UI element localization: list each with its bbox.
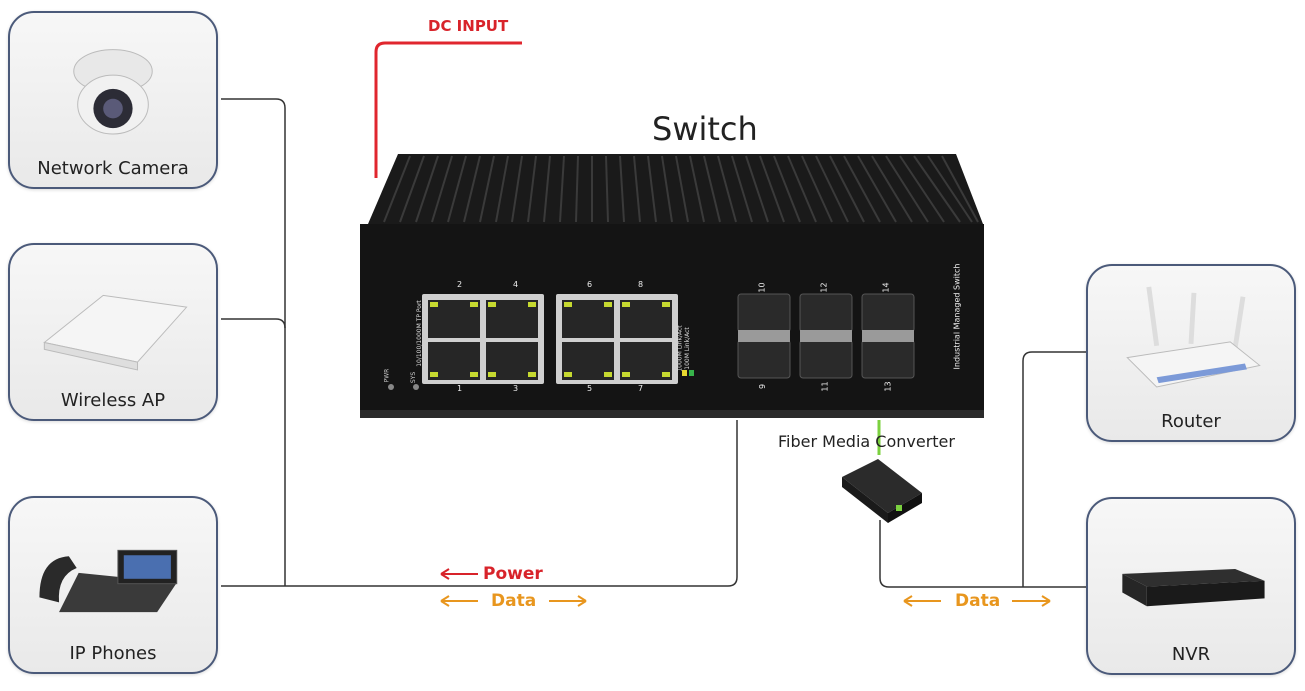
camera-icon <box>73 49 153 135</box>
nvr-icon <box>1122 569 1265 607</box>
industrial-switch-label: Industrial Managed Switch <box>952 263 962 370</box>
rj45-top-4: 4 <box>513 280 519 289</box>
data-label-left: Data <box>491 591 537 611</box>
nvr-box: NVR <box>1086 497 1296 675</box>
data-right-arrow-l <box>903 595 941 607</box>
fiber-converter-label: Fiber Media Converter <box>778 432 955 451</box>
wireless-ap-label: Wireless AP <box>60 390 166 411</box>
power-arrow <box>440 568 478 580</box>
switch-title: Switch <box>652 110 758 148</box>
ip-phones-box: IP Phones <box>8 496 218 674</box>
data-label-right: Data <box>955 591 1001 611</box>
router-icon <box>1126 286 1261 388</box>
rj45-bottom-3: 3 <box>513 384 519 393</box>
phone-link <box>221 420 738 587</box>
sfp-top-14: 14 <box>881 282 891 293</box>
sys-label: SYS <box>410 371 418 384</box>
sfp-bottom-13: 13 <box>883 381 893 392</box>
pwr-label: PWR <box>383 368 391 383</box>
sys-led <box>413 384 419 390</box>
rj45-bottom-1: 1 <box>457 384 463 393</box>
rj45-bottom-5: 5 <box>587 384 593 393</box>
router-label: Router <box>1161 411 1221 432</box>
dc-input-line <box>374 41 522 178</box>
sfp-top-12: 12 <box>819 282 829 293</box>
camera-link <box>221 98 286 586</box>
ap-link <box>221 318 286 329</box>
dc-input-label: DC INPUT <box>428 17 509 35</box>
sfp-bottom-11: 11 <box>820 381 830 392</box>
ip-phones-label: IP Phones <box>69 643 157 664</box>
wireless-ap-icon <box>43 294 188 371</box>
rj45-top-8: 8 <box>638 280 644 289</box>
rj45-top-6: 6 <box>587 280 593 289</box>
network-camera-label: Network Camera <box>37 158 189 179</box>
ip-phone-icon <box>39 549 178 613</box>
rj45-top-2: 2 <box>457 280 463 289</box>
tp-port-label: 10/100/1000M TP Port <box>415 300 423 367</box>
pwr-led <box>388 384 394 390</box>
router-box: Router <box>1086 264 1296 442</box>
switch-device <box>360 154 984 418</box>
sfp-bottom-9: 9 <box>758 383 768 390</box>
nvr-label: NVR <box>1171 644 1211 665</box>
network-camera-box: Network Camera <box>8 11 218 189</box>
link-100-label: 100M Link/Act <box>683 327 691 370</box>
rj45-bottom-7: 7 <box>638 384 644 393</box>
wireless-ap-box: Wireless AP <box>8 243 218 421</box>
link-1000-label: 1000M Link/Act <box>676 325 684 372</box>
data-right-arrow-r <box>1012 595 1051 607</box>
router-link <box>1022 351 1086 587</box>
power-label: Power <box>483 564 543 584</box>
data-left-arrow-r <box>549 595 587 607</box>
data-left-arrow-l <box>440 595 478 607</box>
heatsink-ribs <box>383 155 979 223</box>
sfp-top-10: 10 <box>757 282 767 293</box>
converter-to-nvr-link <box>879 520 1086 588</box>
fiber-converter-icon <box>842 459 922 523</box>
